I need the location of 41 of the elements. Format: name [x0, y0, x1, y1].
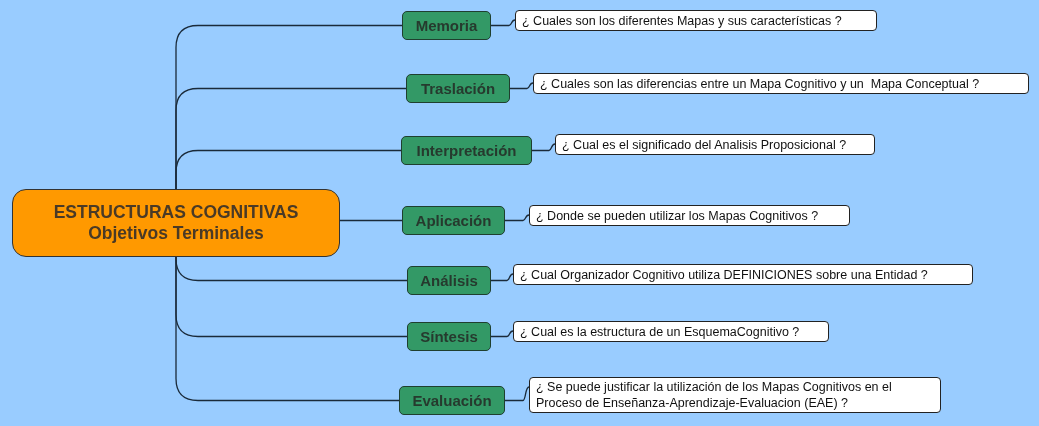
connector-line — [490, 19, 516, 27]
category-box — [399, 386, 505, 415]
topic-title: Objetivos Terminales — [88, 223, 264, 244]
category-label: Interpretación — [416, 142, 517, 159]
question-box — [529, 205, 850, 226]
question-box — [529, 377, 941, 413]
question-text: ¿ Cual es el significado del Analisis Proposicional ? — [562, 136, 847, 153]
category-box — [402, 206, 505, 235]
category-box — [407, 322, 491, 351]
connector-line — [490, 273, 514, 282]
connector-line — [509, 82, 534, 90]
connector-line — [175, 256, 400, 402]
question-box — [555, 134, 875, 155]
question-text: ¿ Cual Organizador Cognitivo utiliza DEFINICIONES sobre una Entidad ? — [520, 266, 928, 283]
connector-line — [175, 149, 402, 190]
category-label: Evaluación — [412, 392, 492, 409]
category-label: Síntesis — [420, 328, 478, 345]
category-label: Análisis — [420, 272, 478, 289]
question-text: ¿ Cuales son los diferentes Mapas y sus características ? — [522, 12, 842, 29]
question-box — [533, 73, 1029, 94]
connector-line — [339, 219, 403, 222]
connector-line — [490, 330, 514, 338]
connector-line — [504, 214, 530, 222]
connector-line — [504, 386, 530, 402]
category-label: Memoria — [415, 17, 478, 34]
question-text: ¿ Se puede justificar la utilización de los Mapas Cognitivos en el Proceso de Enseñanza-Aprendizaje-Evaluacion (EAE) ? — [536, 379, 893, 411]
category-box — [407, 266, 491, 295]
question-text: ¿ Cuales son las diferencias entre un Mapa Cognitivo y un Mapa Conceptual ? — [540, 75, 980, 92]
question-text: ¿ Donde se pueden utilizar los Mapas Cognitivos ? — [536, 207, 819, 224]
topic-title: ESTRUCTURAS COGNITIVAS — [53, 202, 299, 223]
question-box — [513, 321, 829, 342]
category-box — [402, 11, 491, 40]
question-box — [513, 264, 973, 285]
connector-line — [531, 143, 556, 152]
category-label: Traslación — [420, 80, 496, 97]
category-label: Aplicación — [415, 212, 492, 229]
category-box — [406, 74, 510, 103]
topic-box — [12, 189, 340, 257]
question-text: ¿ Cual es la estructura de un EsquemaCognitivo ? — [520, 323, 800, 340]
question-box — [515, 10, 877, 31]
category-box — [401, 136, 532, 165]
